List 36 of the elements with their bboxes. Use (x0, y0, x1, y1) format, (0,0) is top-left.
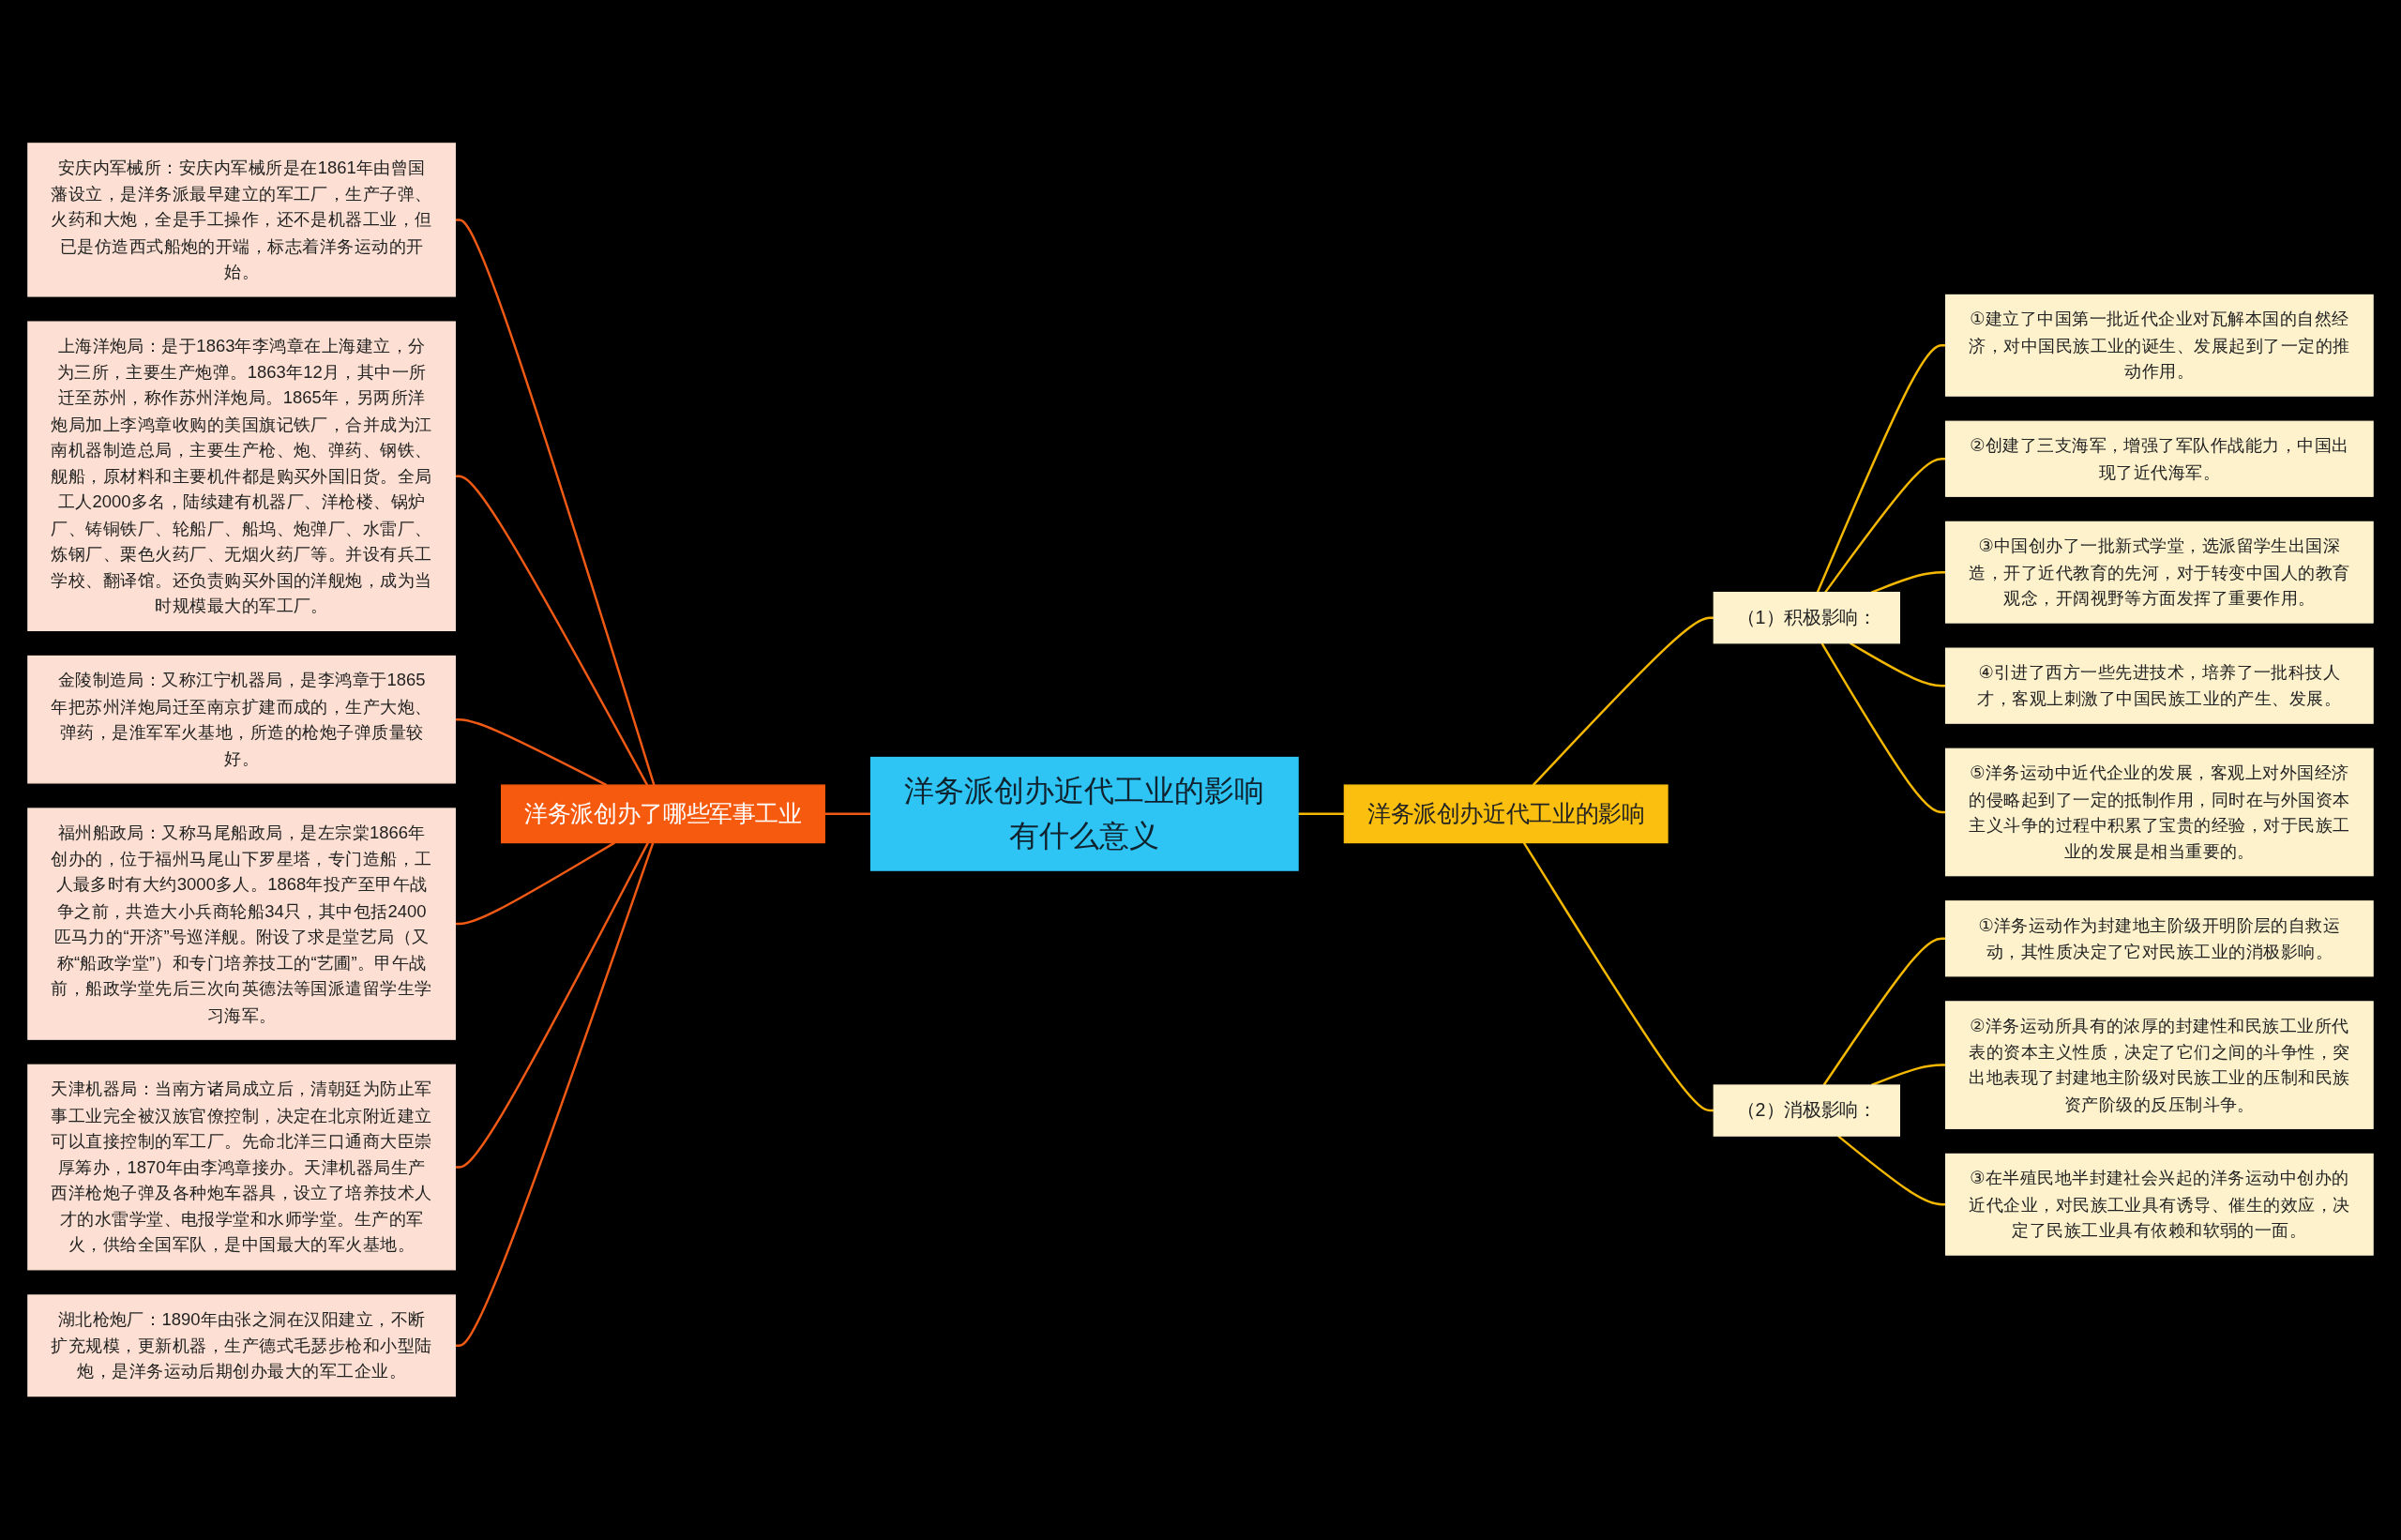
node-box: ②洋务运动所具有的浓厚的封建性和民族工业所代表的资本主义性质，决定了它们之间的斗争性，突出地表现了封建地主阶级对民族工业的压制和民族资产阶级的反压制斗争。 (1945, 1001, 2374, 1130)
node-box: 洋务派创办近代工业的影响 (1343, 784, 1669, 844)
node-box: ⑤洋务运动中近代企业的发展，客观上对外国经济的侵略起到了一定的抵制作用，同时在与外国资本主义斗争的过程中积累了宝贵的经验，对于民族工业的发展是相当重要的。 (1945, 747, 2374, 877)
connector (1822, 937, 1946, 1086)
node-box: 上海洋炮局：是于1863年李鸿章在上海建立，分为三所，主要生产炮弹。1863年12月，其中一所迁至苏州，称作苏州洋炮局。1865年，另两所洋炮局加上李鸿章收购的美国旗记铁厂，合并成为江南机器制造总局，主要生产枪、炮、弹药、钢铁、舰船，原材料和主要机件都是购买外国旧货。全局工人2000多名，陆续建有机器厂、洋枪楼、锅炉厂、铸铜铁厂、轮船厂、船坞、炮弹厂、水雷厂、炼钢厂、栗色火药厂、无烟火药厂等。并设有兵工学校、翻译馆。还负责购买外国的洋舰炮，成为当时规模最大的军工厂。 (27, 321, 456, 632)
node-box: 天津机器局：当南方诸局成立后，清朝廷为防止军事工业完全被汉族官僚控制，决定在北京附近建立可以直接控制的军工厂。先命北洋三口通商大臣崇厚筹办，1870年由李鸿章接办。天津机器局生产西洋枪炮子弹及各种炮车器具，设立了培养技术人才的水雷学堂、电报学堂和水师学堂。生产的军火，供给全国军队，是中国最大的军火基地。 (27, 1064, 456, 1271)
connector (1837, 1135, 1946, 1206)
node-box: 洋务派创办了哪些军事工业 (501, 784, 825, 844)
connector (455, 475, 649, 786)
node-box: ①建立了中国第一批近代企业对瓦解本国的自然经济，对中国民族工业的诞生、发展起到了一定的推动作用。 (1945, 294, 2374, 398)
node-box: 金陵制造局：又称江宁机器局，是李鸿章于1865年把苏州洋炮局迁至南京扩建而成的，生产大炮、弹药，是淮军军火基地，所造的枪炮子弹质量较好。 (27, 656, 456, 784)
node-box: （1）积极影响： (1713, 592, 1900, 644)
connector (1532, 616, 1714, 787)
node-box: ④引进了西方一些先进技术，培养了一批科技人才，客观上刺激了中国民族工业的产生、发展。 (1945, 647, 2374, 725)
connector (1522, 842, 1714, 1112)
connector (455, 842, 655, 1348)
node-box: ①洋务运动作为封建地主阶级开明阶层的自救运动，其性质决定了它对民族工业的消极影响。 (1945, 900, 2374, 977)
node-box: ③在半殖民地半封建社会兴起的洋务运动中创办的近代企业，对民族工业具有诱导、催生的效应，决定了民族工业具有依赖和软弱的一面。 (1945, 1154, 2374, 1256)
connector (1820, 642, 1946, 814)
connector (1298, 812, 1345, 816)
node-box: 安庆内军械所：安庆内军械所是在1861年由曾国藩设立，是洋务派最早建立的军工厂，生产子弹、火药和大炮，全是手工操作，还不是机器工业，但已是仿造西式船炮的开端，标志着洋务运动的开始。 (27, 143, 456, 297)
node-box: ②创建了三支海军，增强了军队作战能力，中国出现了近代海军。 (1945, 420, 2374, 498)
connector (824, 812, 871, 816)
node-box: 福州船政局：又称马尾船政局，是左宗棠1866年创办的，位于福州马尾山下罗星塔，专门造船，工人最多时有大约3000多人。1868年投产至甲午战争之前，共造大小兵商轮船34只，其中包括2400匹马力的“开济”号巡洋舰。附设了求是堂艺局（又称“船政学堂”）和专门培养技工的“艺圃”。甲午战前，船政学堂先后三次向英德法等国派遣留学生学习海军。 (27, 808, 456, 1041)
connector (455, 718, 608, 787)
connector (1871, 1064, 1946, 1087)
connector (1824, 458, 1946, 594)
connector (455, 842, 649, 1170)
node-box: ③中国创办了一批新式学堂，选派留学生出国深造，开了近代教育的先河，对于转变中国人的教育观念，开阔视野等方面发挥了重要作用。 (1945, 521, 2374, 624)
node-box: （2）消极影响： (1713, 1084, 1900, 1138)
connector (455, 219, 656, 786)
connector (1816, 344, 1946, 594)
connector (455, 841, 615, 926)
node-box: 洋务派创办近代工业的影响有什么意义 (869, 757, 1299, 872)
connector (1871, 571, 1946, 594)
node-box: 湖北枪炮厂：1890年由张之洞在汉阳建立，不断扩充规模，更新机器，生产德式毛瑟步枪和小型陆炮，是洋务运动后期创办最大的军工企业。 (27, 1294, 456, 1397)
